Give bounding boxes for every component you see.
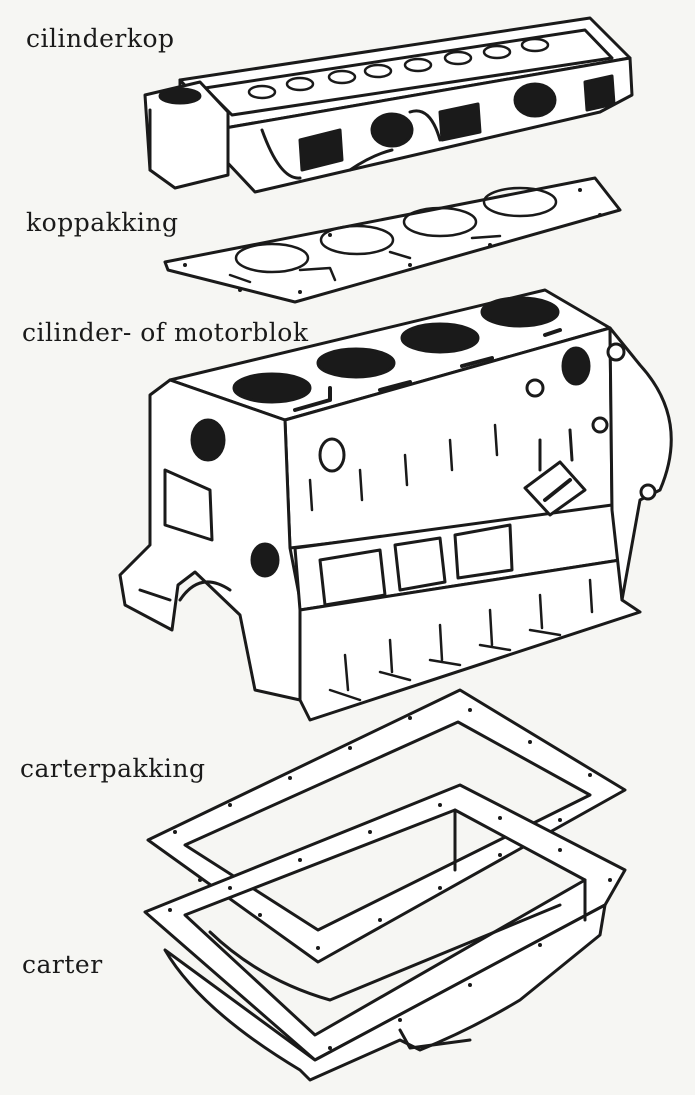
label-engine-block: cilinder- of motorblok (22, 318, 309, 347)
label-cylinder-head: cilinderkop (26, 24, 175, 53)
sump-drawing (143, 783, 627, 1082)
cylinder-head-drawing (143, 16, 634, 194)
label-sump-gasket: carterpakking (20, 754, 206, 783)
label-sump: carter (22, 950, 103, 979)
label-head-gasket: koppakking (26, 208, 179, 237)
head-gasket-drawing (163, 176, 622, 304)
engine-block-drawing (118, 288, 673, 722)
